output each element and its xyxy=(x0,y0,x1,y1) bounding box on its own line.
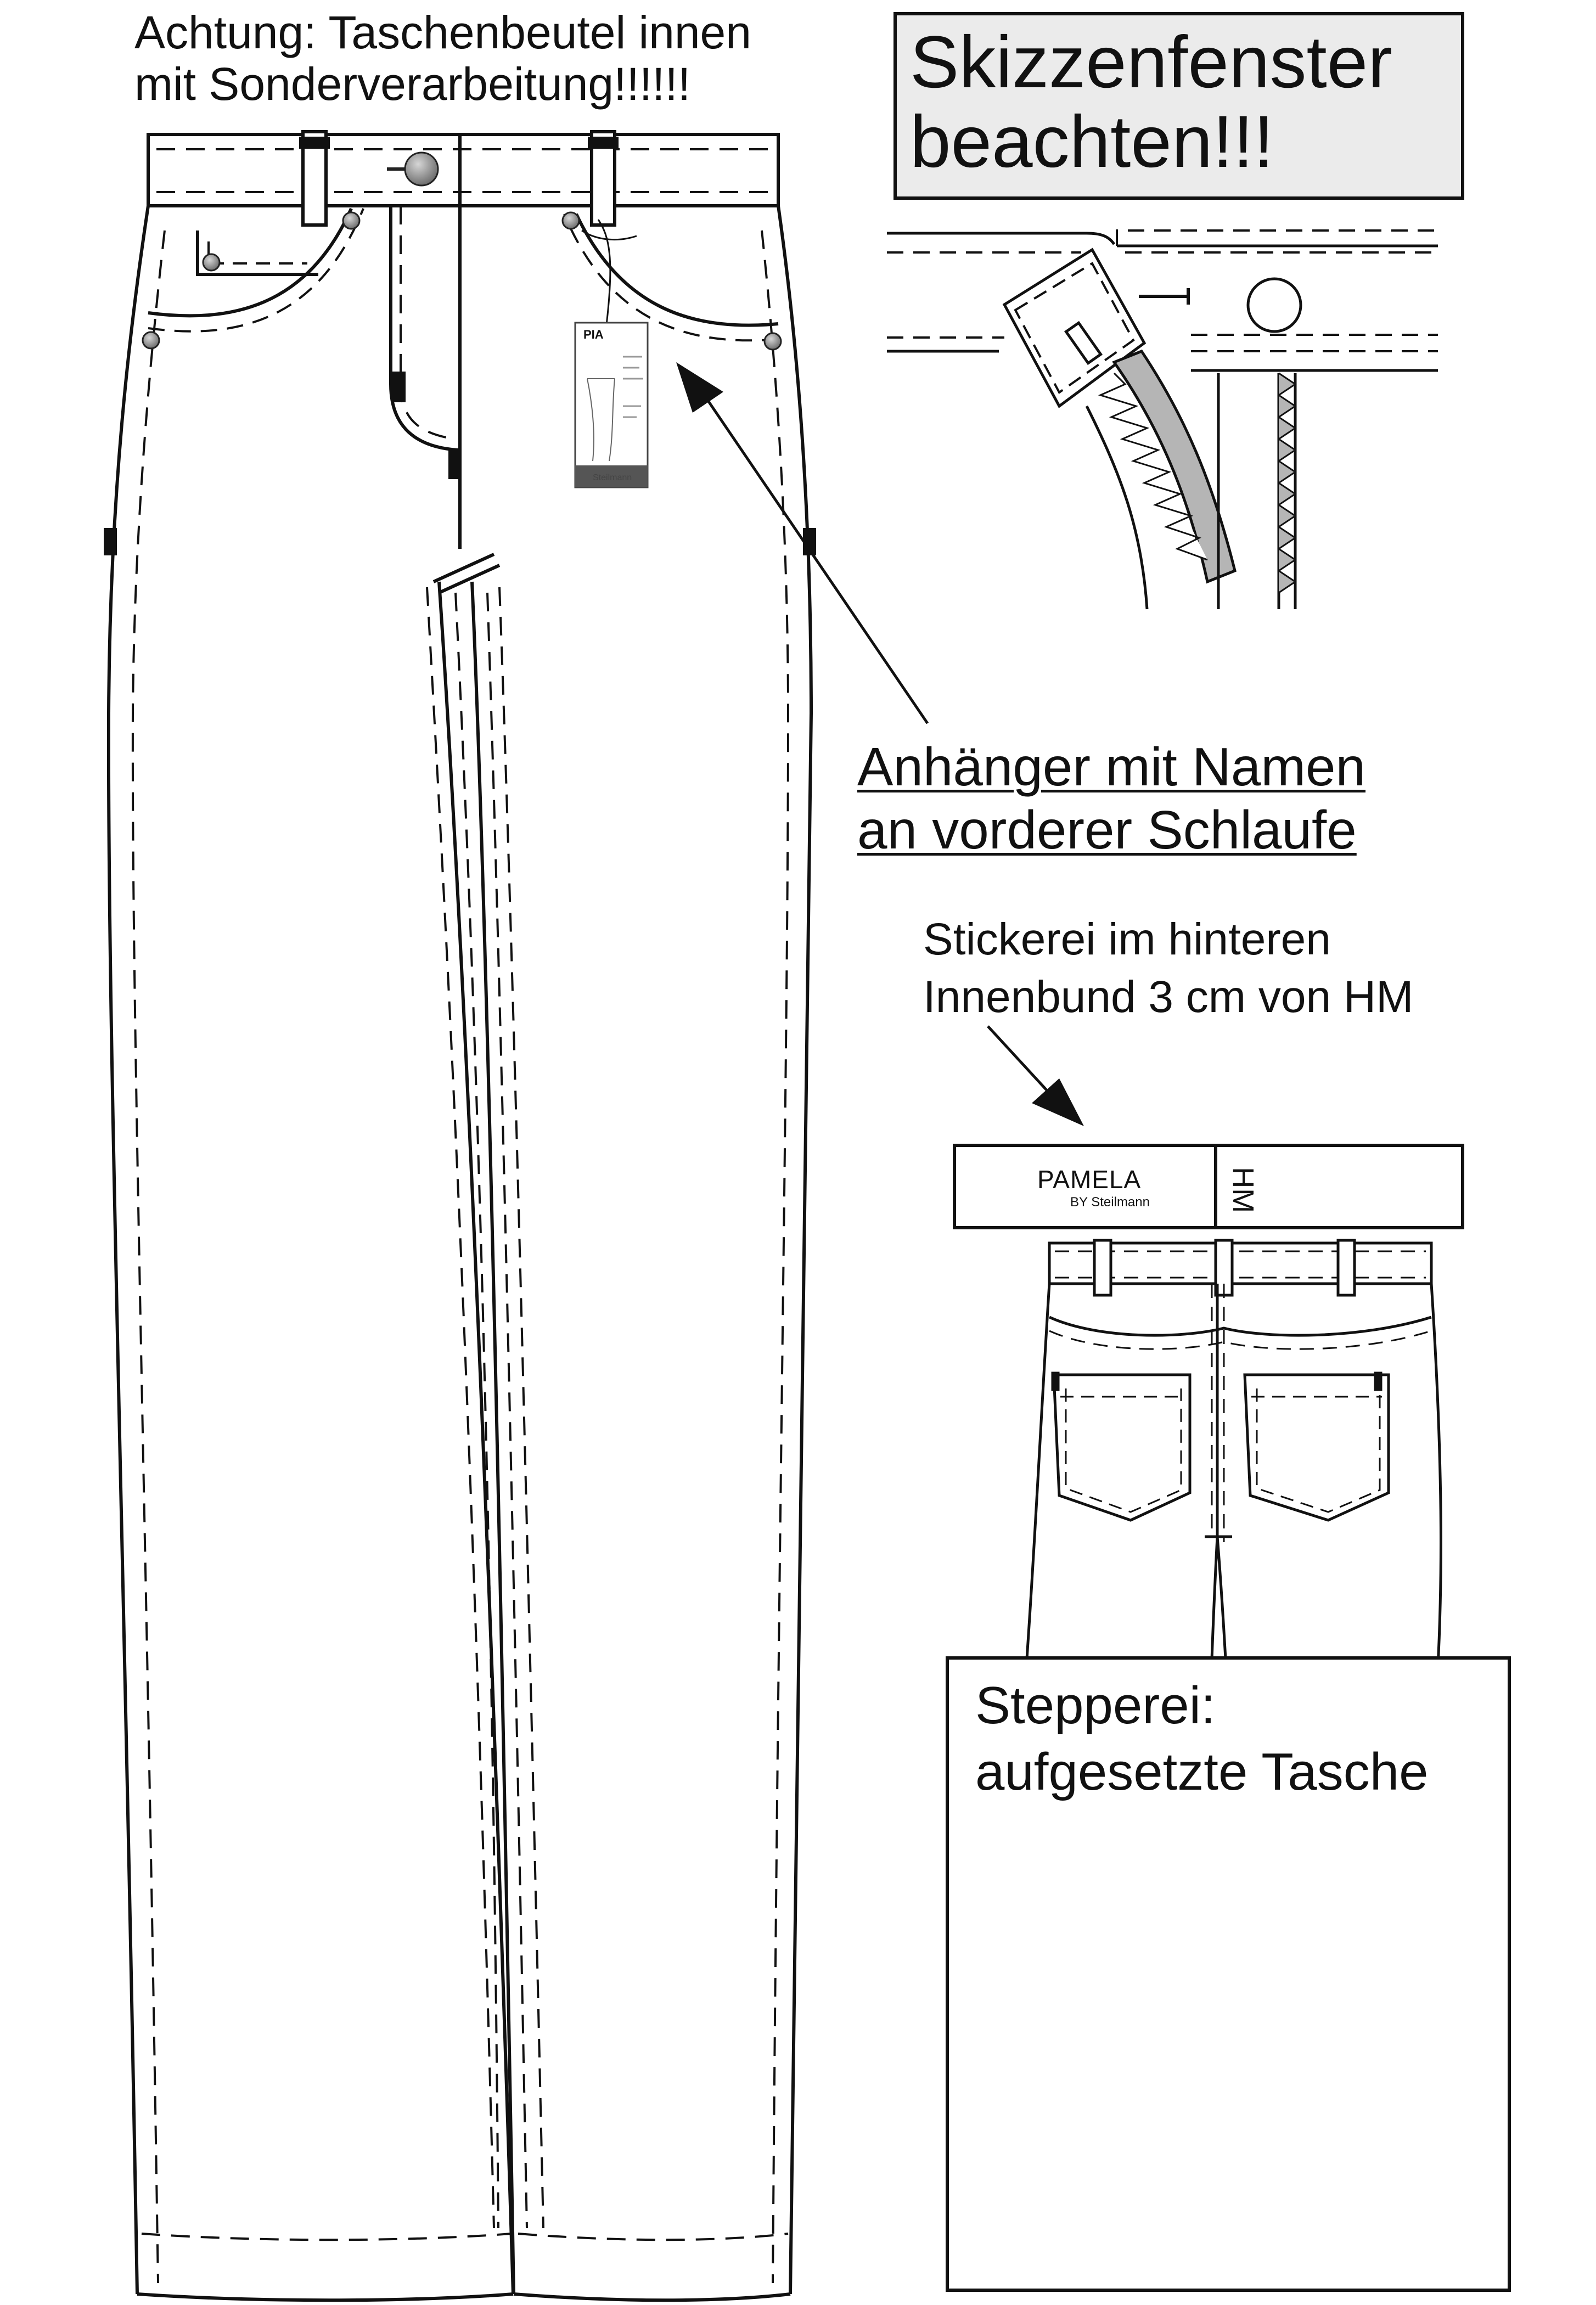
stitching-note-box: Stepperei: aufgesetzte Tasche xyxy=(946,1656,1511,2292)
embroidery-label: PAMELA BY Steilmann HM xyxy=(953,1144,1464,1229)
embroidery-note-line2: Innenbund 3 cm von HM xyxy=(923,971,1414,1022)
sketch-window-note-line2: beachten!!! xyxy=(910,100,1274,183)
front-pocket-left-opening xyxy=(148,207,353,318)
hangtag-note: Anhänger mit Namen an vorderer Schlaufe xyxy=(857,735,1365,861)
front-right-inseam xyxy=(470,581,515,2295)
pocket-bag-note: Achtung: Taschenbeutel innen mit Sonderv… xyxy=(134,7,751,110)
sketch-window-note-line1: Skizzenfenster xyxy=(910,21,1392,103)
stitching-note-line1: Stepperei: xyxy=(975,1676,1216,1735)
hangtag-arrow xyxy=(676,362,929,724)
label-subbrand: BY Steilmann xyxy=(1070,1195,1150,1210)
label-divider xyxy=(1214,1147,1217,1226)
hangtag-note-line2: an vorderer Schlaufe xyxy=(857,799,1357,860)
back-pocket-left xyxy=(1052,1373,1192,1522)
sketch-window-note-box: Skizzenfenster beachten!!! xyxy=(893,12,1464,200)
stitching-note-line2: aufgesetzte Tasche xyxy=(975,1742,1429,1801)
pocket-bag-note-line2: mit Sonderverarbeitung!!!!!! xyxy=(134,58,691,110)
front-view-jeans xyxy=(104,130,816,2302)
hangtag-note-line1: Anhänger mit Namen xyxy=(857,737,1366,797)
front-rivets xyxy=(142,151,782,351)
label-hm-marker: HM xyxy=(1227,1167,1260,1213)
hangtag-name: PIA xyxy=(583,328,604,341)
label-brand: PAMELA xyxy=(1037,1165,1142,1194)
embroidery-note: Stickerei im hinteren Innenbund 3 cm von… xyxy=(923,911,1413,1026)
embroidery-arrow xyxy=(987,1025,1084,1126)
front-left-inseam xyxy=(437,581,515,2295)
front-pocket-right-opening xyxy=(575,213,779,327)
front-left-outseam xyxy=(106,205,150,2295)
embroidery-note-line1: Stickerei im hinteren xyxy=(923,914,1331,964)
front-waistband xyxy=(147,133,780,207)
detail-sketch-zipper xyxy=(887,229,1438,610)
stitching-note: Stepperei: aufgesetzte Tasche xyxy=(975,1673,1428,1806)
sketch-window-note: Skizzenfenster beachten!!! xyxy=(910,23,1392,182)
hangtag-footer: Steilmann xyxy=(593,473,632,482)
hangtag-icon xyxy=(574,322,649,488)
waist-button xyxy=(404,151,439,187)
front-right-outseam xyxy=(777,205,813,2295)
pocket-bag-note-line1: Achtung: Taschenbeutel innen xyxy=(134,7,751,58)
coin-pocket xyxy=(196,231,318,276)
back-pocket-right xyxy=(1243,1373,1390,1522)
